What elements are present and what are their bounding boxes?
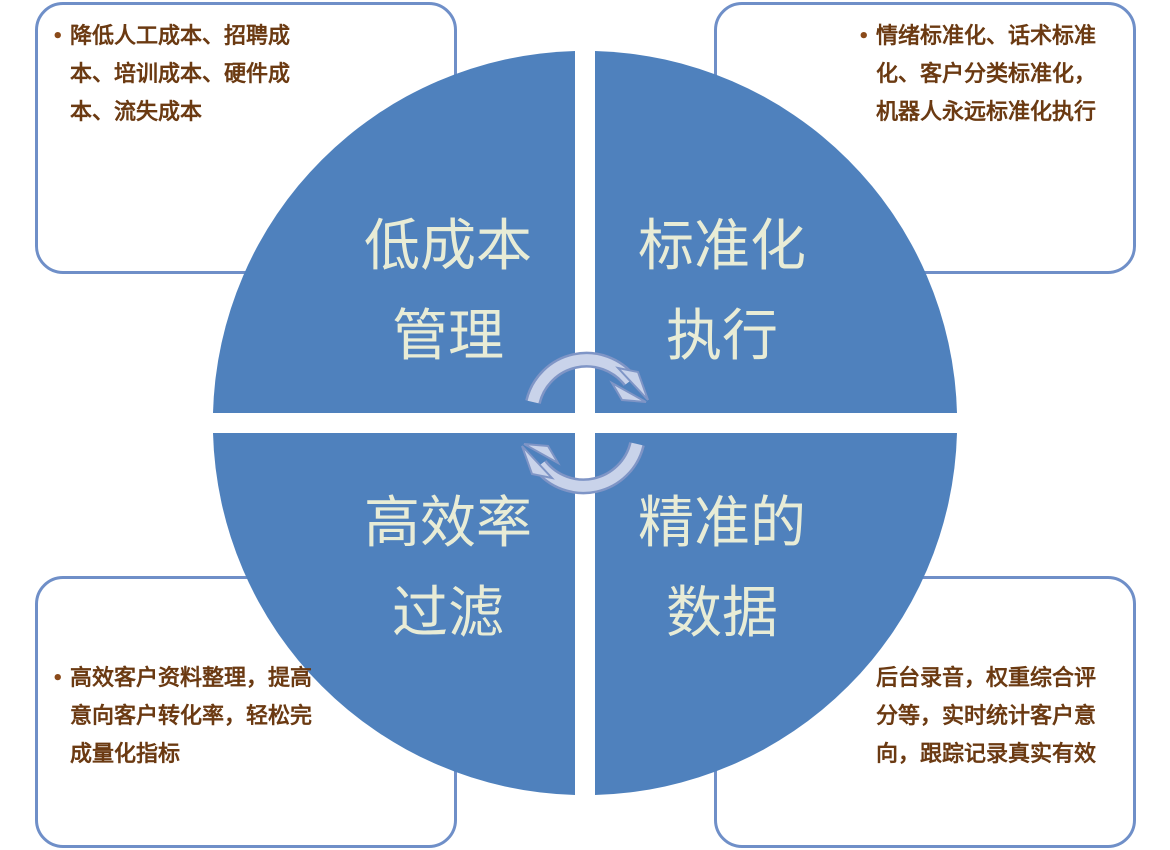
- quadrant-title-standardized-line1: 标准化: [638, 214, 806, 279]
- quadrant-title-low-cost-line1: 低成本: [364, 214, 532, 279]
- cycle-arrow-bottom-icon: [521, 441, 645, 495]
- quadrant-title-accurate-data-line2: 数据: [666, 581, 778, 646]
- note-accurate-data-text: 后台录音，权重综合评分等，实时统计客户意向，跟踪记录真实有效: [876, 666, 1097, 767]
- quadrant-title-efficiency-line2: 过滤: [392, 581, 504, 646]
- quadrant-bottom-right: [595, 433, 957, 795]
- quadrant-title-efficiency-line1: 高效率: [364, 491, 532, 556]
- note-standardized-text: 情绪标准化、话术标准化、客户分类标准化，机器人永远标准化执行: [876, 24, 1097, 125]
- note-accurate-data: 后台录音，权重综合评分等，实时统计客户意向，跟踪记录真实有效: [876, 660, 1106, 774]
- note-low-cost: • 降低人工成本、招聘成本、培训成本、硬件成本、流失成本: [52, 18, 305, 132]
- quadrant-title-accurate-data-line1: 精准的: [638, 491, 806, 556]
- quadrant-top-right: [595, 51, 957, 413]
- bullet-icon: •: [52, 26, 64, 47]
- bullet-icon: •: [52, 668, 64, 689]
- quadrant-title-standardized-line2: 执行: [666, 304, 778, 369]
- note-low-cost-text: 降低人工成本、招聘成本、培训成本、硬件成本、流失成本: [70, 24, 291, 125]
- note-standardized: • 情绪标准化、话术标准化、客户分类标准化，机器人永远标准化执行: [858, 18, 1106, 132]
- quadrant-bottom-left: [213, 433, 575, 795]
- cycle-arrow-top-icon: [525, 351, 649, 405]
- quadrant-top-left: [213, 51, 575, 413]
- note-efficiency: • 高效客户资料整理，提高意向客户转化率，轻松完成量化指标: [52, 660, 320, 774]
- bullet-icon: •: [858, 26, 870, 47]
- note-efficiency-text: 高效客户资料整理，提高意向客户转化率，轻松完成量化指标: [70, 666, 313, 767]
- quadrant-title-low-cost-line2: 管理: [392, 304, 504, 369]
